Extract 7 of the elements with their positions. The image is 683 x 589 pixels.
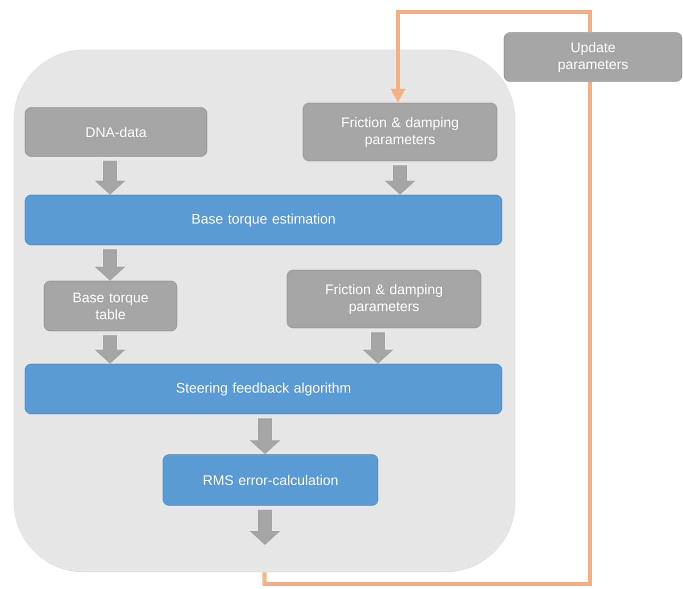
input-box: DNA-data xyxy=(24,107,208,157)
process-box: Base torque estimation xyxy=(24,194,502,246)
process-box: Steering feedback algorithm xyxy=(24,364,502,414)
input-box: Update parameters xyxy=(504,32,682,82)
input-box: Friction & damping parameters xyxy=(302,102,498,162)
input-box: Friction & damping parameters xyxy=(286,270,482,328)
process-box: RMS error-calculation xyxy=(162,454,378,506)
